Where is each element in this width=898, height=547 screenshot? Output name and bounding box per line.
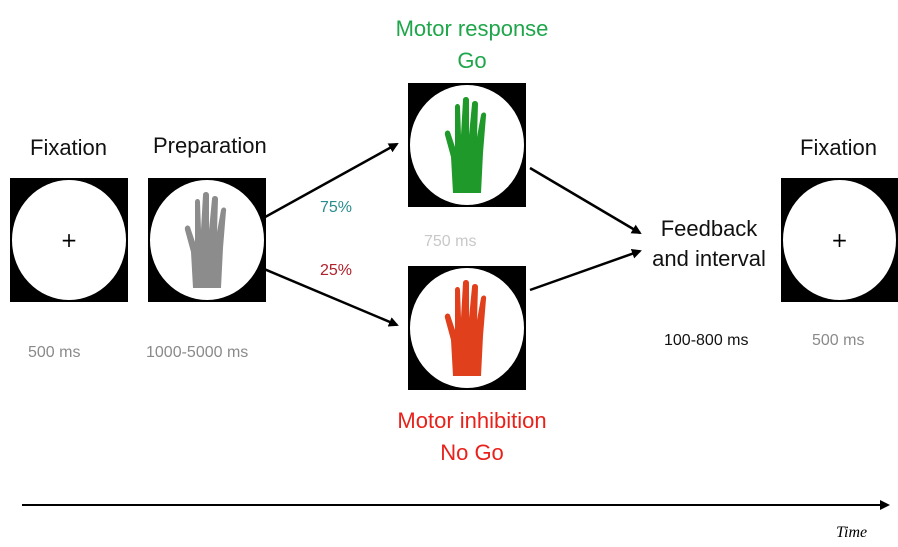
feedback-line1: Feedback [660, 216, 758, 241]
preparation-duration: 1000-5000 ms [146, 344, 249, 361]
fixation-left-screen: + [10, 178, 128, 302]
go-probability: 75% [320, 199, 353, 216]
nogo-screen [408, 266, 526, 390]
fixation-left-title: Fixation [30, 135, 108, 160]
nogo-title: Motor inhibition No Go [380, 405, 564, 469]
fixation-cross: + [60, 228, 78, 252]
fixation-left-duration: 500 ms [28, 344, 81, 361]
nogo-title-line1: Motor inhibition [397, 408, 547, 433]
preparation-screen [148, 178, 266, 302]
hand-icon [444, 97, 487, 193]
go-title-line2: Go [457, 48, 487, 73]
feedback-label: Feedback and interval [644, 214, 774, 274]
fixation-right-duration: 500 ms [812, 332, 865, 349]
fixation-cross: + [831, 228, 848, 252]
hand-icon [444, 280, 487, 376]
go-duration: 750 ms [424, 233, 477, 250]
feedback-duration: 100-800 ms [664, 332, 749, 349]
preparation-title: Preparation [153, 133, 267, 158]
hand-icon [184, 192, 227, 288]
nogo-probability: 25% [320, 262, 353, 279]
arrow-go-to-feedback [529, 166, 642, 235]
fixation-right-screen: + [781, 178, 898, 302]
arrow-nogo-to-feedback [529, 248, 642, 292]
go-title-line1: Motor response [395, 16, 549, 41]
go-title: Motor response Go [388, 13, 556, 77]
feedback-line2: and interval [652, 246, 766, 271]
go-screen [408, 83, 526, 207]
nogo-title-line2: No Go [440, 440, 504, 465]
time-axis-label: Time [836, 524, 868, 541]
fixation-right-title: Fixation [800, 135, 878, 160]
